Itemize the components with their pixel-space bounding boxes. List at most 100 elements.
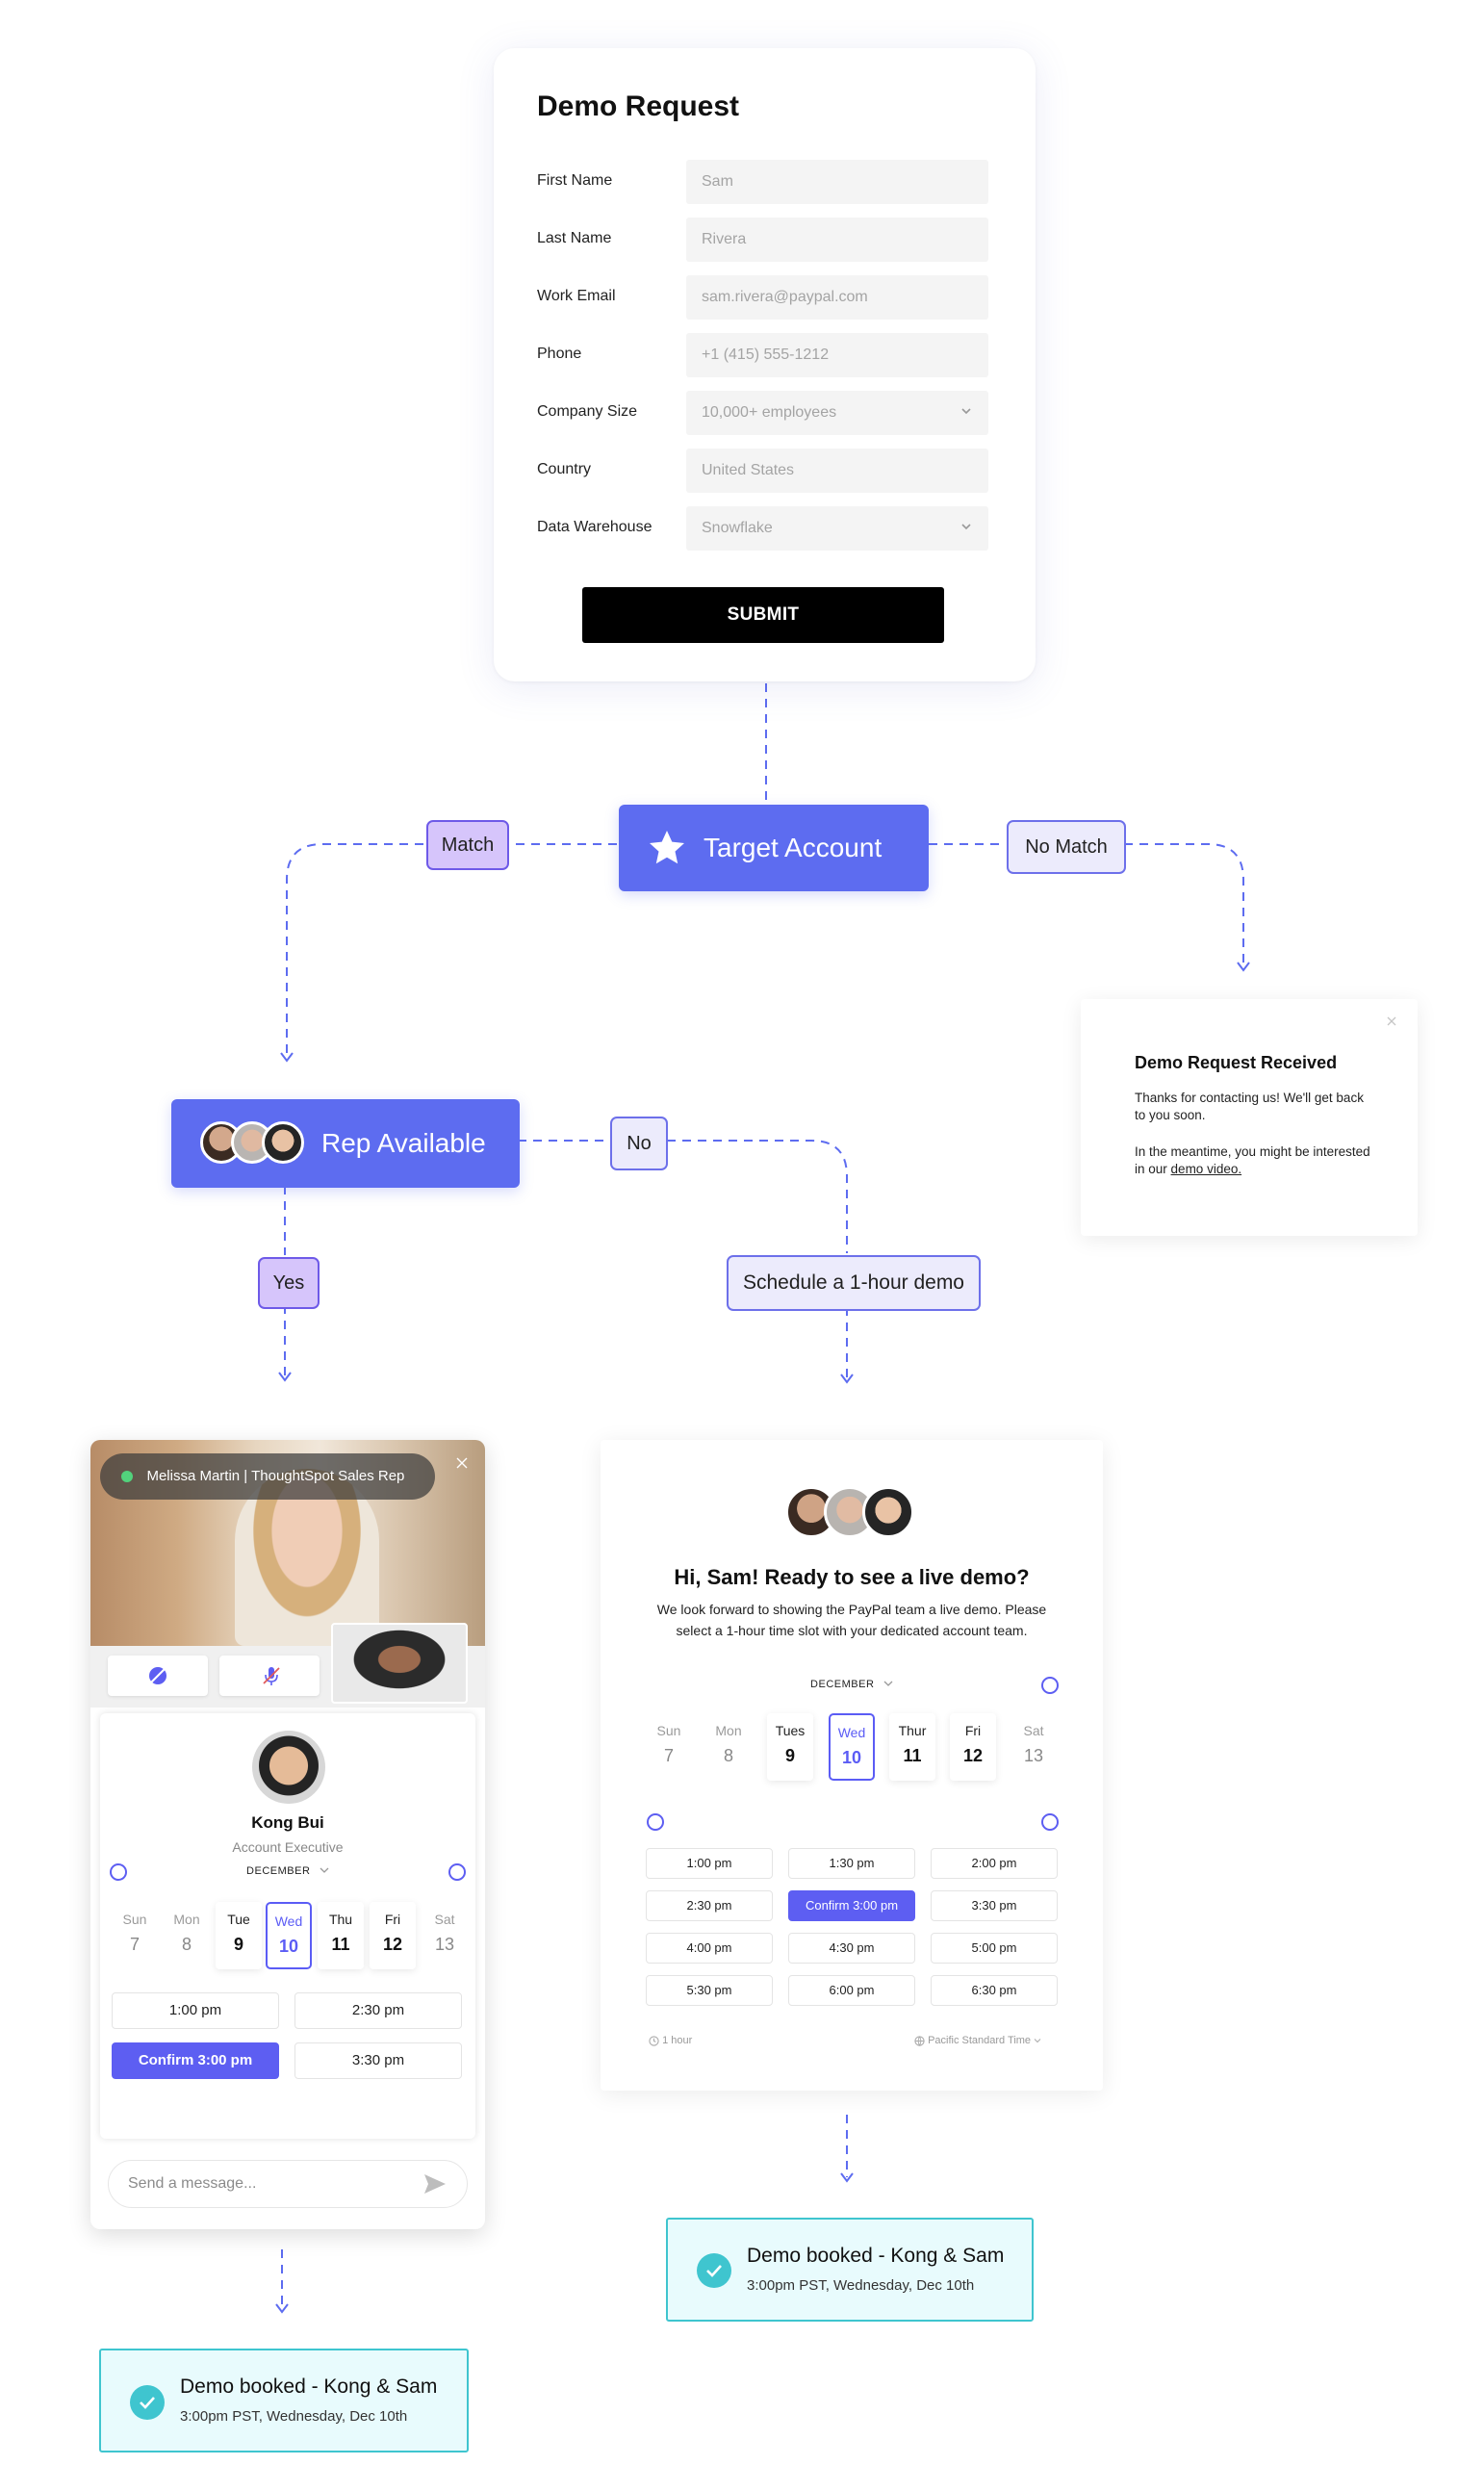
form-title: Demo Request	[537, 90, 740, 122]
chevron-down-icon	[961, 524, 971, 530]
time-slot[interactable]: 2:00 pm	[931, 1848, 1058, 1879]
next-month-button[interactable]	[448, 1863, 466, 1881]
country-input[interactable]: United States	[686, 449, 988, 493]
booked-title: Demo booked - Kong & Sam	[747, 2245, 1005, 2267]
target-account-label: Target Account	[704, 833, 883, 862]
data-warehouse-value: Snowflake	[702, 520, 773, 536]
online-status-icon	[121, 1470, 133, 1482]
timezone-selector[interactable]: Pacific Standard Time	[914, 2035, 1041, 2046]
rep-available-node: Rep Available	[171, 1099, 520, 1188]
duration-info: 1 hour	[649, 2035, 692, 2046]
work-email-input[interactable]: sam.rivera@paypal.com	[686, 275, 988, 320]
time-slot[interactable]: 5:30 pm	[646, 1975, 773, 2006]
time-slot[interactable]: 2:30 pm	[646, 1890, 773, 1921]
next-month-button[interactable]	[1041, 1677, 1059, 1694]
clock-icon	[649, 2035, 659, 2046]
company-size-select[interactable]: 10,000+ employees	[686, 391, 988, 435]
rep-avatar	[252, 1731, 325, 1804]
company-size-label: Company Size	[537, 403, 638, 420]
month-selector[interactable]: DECEMBER	[100, 1865, 475, 1877]
data-warehouse-select[interactable]: Snowflake	[686, 506, 988, 551]
confirm-time-button[interactable]: Confirm 3:00 pm	[788, 1890, 915, 1921]
prev-week-button[interactable]	[647, 1813, 664, 1831]
time-slot[interactable]: 3:30 pm	[931, 1890, 1058, 1921]
chevron-down-icon	[961, 408, 971, 415]
first-name-input[interactable]: Sam	[686, 160, 988, 204]
chevron-down-icon	[883, 1681, 893, 1686]
time-slot[interactable]: 1:30 pm	[788, 1848, 915, 1879]
time-slot[interactable]: 6:30 pm	[931, 1975, 1058, 2006]
time-slot[interactable]: 4:30 pm	[788, 1933, 915, 1964]
data-warehouse-row: Data Warehouse Snowflake	[537, 506, 989, 551]
rep-available-label: Rep Available	[321, 1128, 486, 1158]
time-slot[interactable]: 5:00 pm	[931, 1933, 1058, 1964]
avatar	[262, 1121, 304, 1164]
next-week-button[interactable]	[1041, 1813, 1059, 1831]
prev-month-button[interactable]	[110, 1863, 127, 1881]
caller-name: Melissa Martin | ThoughtSpot Sales Rep	[146, 1468, 405, 1485]
timezone-label: Pacific Standard Time	[928, 2035, 1032, 2047]
last-name-input[interactable]: Rivera	[686, 218, 988, 262]
no-label: No	[610, 1117, 668, 1170]
phone-row: Phone +1 (415) 555-1212	[537, 333, 989, 377]
demo-request-received-card: Demo Request Received Thanks for contact…	[1081, 999, 1418, 1236]
time-slot[interactable]: 2:30 pm	[294, 1992, 462, 2029]
message-placeholder: Send a message...	[128, 2175, 257, 2192]
close-icon[interactable]	[1387, 1016, 1396, 1026]
video-chat-panel: Melissa Martin | ThoughtSpot Sales Rep K…	[90, 1440, 485, 2229]
data-warehouse-label: Data Warehouse	[537, 519, 652, 535]
chevron-down-icon	[1034, 2039, 1041, 2043]
scheduler-subtitle-1: We look forward to showing the PayPal te…	[656, 1602, 1047, 1617]
submit-button[interactable]: SUBMIT	[582, 587, 944, 643]
time-slot[interactable]: 4:00 pm	[646, 1933, 773, 1964]
country-label: Country	[537, 461, 592, 477]
time-slot[interactable]: 3:30 pm	[294, 2042, 462, 2079]
phone-input[interactable]: +1 (415) 555-1212	[686, 333, 988, 377]
time-slot[interactable]: 1:00 pm	[646, 1848, 773, 1879]
confirm-time-button[interactable]: Confirm 3:00 pm	[112, 2042, 279, 2079]
duration-label: 1 hour	[662, 2035, 693, 2047]
scheduler-subtitle-2: select a 1-hour time slot with your dedi…	[676, 1623, 1028, 1638]
globe-icon	[914, 2035, 925, 2046]
time-slot[interactable]: 1:00 pm	[112, 1992, 279, 2029]
video-toggle-button[interactable]	[108, 1656, 208, 1696]
received-meantime: In the meantime, you might be interested…	[1135, 1143, 1375, 1178]
no-match-label: No Match	[1007, 820, 1126, 874]
company-size-value: 10,000+ employees	[702, 404, 837, 421]
rep-title: Account Executive	[232, 1839, 344, 1855]
rep-avatars	[200, 1121, 304, 1166]
month-label: DECEMBER	[810, 1679, 875, 1690]
caller-pill: Melissa Martin | ThoughtSpot Sales Rep	[100, 1453, 435, 1500]
send-icon[interactable]	[422, 2172, 448, 2196]
chevron-down-icon	[320, 1867, 329, 1873]
demo-request-form: Demo Request First Name Sam Last Name Ri…	[494, 48, 1036, 681]
month-selector[interactable]: DECEMBER	[601, 1679, 1103, 1690]
target-account-node: Target Account	[619, 805, 929, 891]
booked-title: Demo booked - Kong & Sam	[180, 2375, 438, 2398]
first-name-row: First Name Sam	[537, 160, 989, 204]
close-icon[interactable]	[456, 1457, 468, 1469]
yes-label: Yes	[258, 1257, 320, 1309]
demo-video-link[interactable]: demo video.	[1170, 1162, 1242, 1176]
mute-button[interactable]	[219, 1656, 320, 1696]
mic-off-icon	[263, 1667, 280, 1685]
star-icon	[650, 831, 684, 864]
message-input[interactable]: Send a message...	[108, 2160, 468, 2208]
match-label: Match	[426, 820, 509, 870]
video-off-icon	[149, 1667, 166, 1684]
video-feed: Melissa Martin | ThoughtSpot Sales Rep	[90, 1440, 485, 1646]
avatar	[862, 1486, 914, 1538]
check-circle-icon	[130, 2385, 165, 2420]
time-slot[interactable]: 6:00 pm	[788, 1975, 915, 2006]
self-video-thumbnail	[331, 1623, 468, 1704]
